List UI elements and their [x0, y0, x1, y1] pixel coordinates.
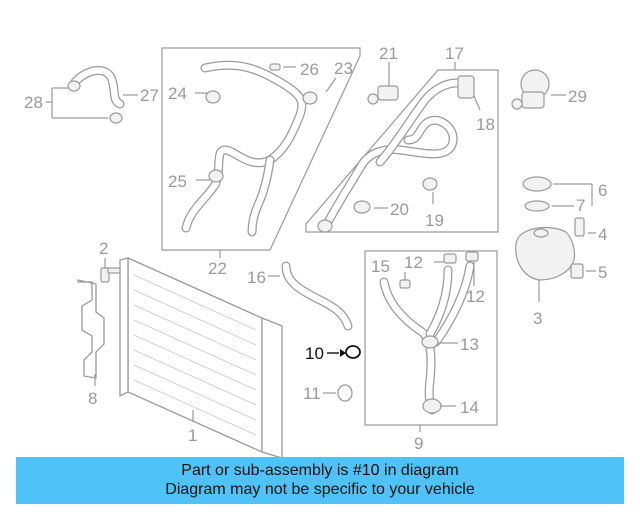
hose-assembly-27 — [67, 66, 138, 124]
callout-10: 10 — [305, 344, 324, 363]
callout-5: 5 — [598, 263, 607, 282]
callout-3: 3 — [533, 309, 542, 328]
callout-11: 11 — [303, 384, 321, 403]
callout-21: 21 — [379, 44, 398, 63]
callout-13: 13 — [460, 335, 479, 354]
seal-11 — [323, 384, 353, 402]
callout-12b: 12 — [466, 287, 485, 306]
hose-assembly-17 — [317, 62, 481, 233]
group-box-22 — [161, 47, 361, 251]
callout-28-bracket — [46, 87, 108, 119]
callout-1: 1 — [188, 426, 197, 445]
callout-23: 23 — [334, 59, 353, 78]
callout-14: 14 — [460, 398, 479, 417]
callout-26: 26 — [300, 60, 319, 79]
callout-28: 28 — [24, 93, 43, 112]
radiator-1 — [119, 256, 283, 459]
callout-8: 8 — [88, 389, 97, 408]
callout-12a: 12 — [404, 253, 423, 272]
pump-29 — [511, 69, 566, 110]
pipe-assembly-9 — [379, 251, 479, 432]
group-box-9 — [364, 250, 498, 426]
callout-22: 22 — [208, 259, 227, 278]
callout-27: 27 — [140, 86, 159, 105]
banner-line-2: Diagram may not be specific to your vehi… — [165, 481, 475, 498]
callout-9: 9 — [414, 434, 423, 453]
callout-4: 4 — [598, 225, 607, 244]
callout-2: 2 — [99, 239, 108, 258]
callout-7: 7 — [576, 196, 585, 215]
callout-20: 20 — [390, 200, 409, 219]
callout-24: 24 — [168, 84, 187, 103]
callout-labels: 1 2 3 4 5 6 7 8 9 10 11 12 12 13 14 15 1… — [24, 44, 607, 453]
bracket-8 — [77, 258, 121, 386]
cap-6 — [522, 176, 593, 212]
hose-16 — [268, 261, 353, 331]
callout-18: 18 — [476, 115, 495, 134]
reservoir-3 — [515, 217, 596, 302]
callout-6: 6 — [598, 181, 607, 200]
callout-15: 15 — [371, 257, 390, 276]
callout-25: 25 — [168, 172, 187, 191]
group-box-17 — [305, 69, 499, 233]
hose-assembly-22 — [181, 60, 337, 258]
banner-line-1: Part or sub-assembly is #10 in diagram — [181, 462, 459, 479]
fitting-21 — [367, 62, 399, 105]
info-banner: Part or sub-assembly is #10 in diagram D… — [16, 457, 624, 504]
callout-19: 19 — [425, 211, 444, 230]
o-ring-10 — [327, 345, 361, 359]
callout-17: 17 — [445, 44, 464, 63]
callout-29: 29 — [568, 87, 587, 106]
callout-16: 16 — [247, 268, 266, 287]
